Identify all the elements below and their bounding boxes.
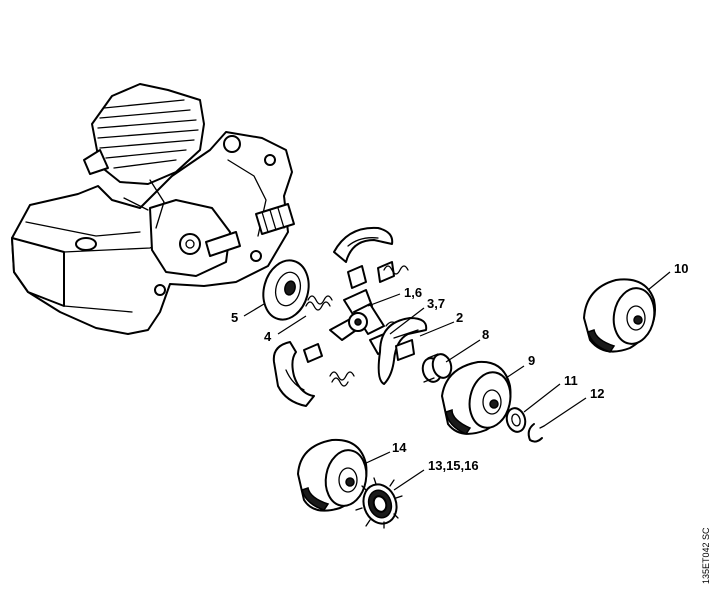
leader-5	[243, 303, 265, 317]
leader-13-15-16	[393, 469, 425, 491]
clutch-shoe-upper	[333, 226, 395, 289]
callout-3-7: 3,7	[427, 296, 445, 311]
callout-labels: 5 4 1,6 3,7 2 8 9 10 11 12 14 13,15,16	[231, 261, 688, 473]
callout-4: 4	[264, 329, 272, 344]
part-5-thrust-washer	[262, 259, 310, 321]
leader-10	[647, 271, 671, 291]
callout-1-6: 1,6	[404, 285, 422, 300]
part-8-needle-cage	[421, 353, 453, 383]
callout-14: 14	[392, 440, 407, 455]
callout-5: 5	[231, 310, 238, 325]
callout-12: 12	[590, 386, 604, 401]
callout-11: 11	[564, 373, 578, 388]
part-14-clutch-drum	[297, 438, 368, 512]
leader-3-7	[389, 307, 425, 335]
part-9-clutch-drum	[441, 360, 512, 435]
leader-2	[419, 321, 455, 337]
part-11-washer	[505, 407, 527, 433]
leader-lines	[243, 271, 671, 491]
callout-2: 2	[456, 310, 463, 325]
callout-13-15-16: 13,15,16	[428, 458, 479, 473]
clutch-shoe-lower	[272, 341, 323, 407]
part-4-spring-small	[305, 295, 333, 311]
drawing-reference-code: 135ET042 SC	[701, 527, 711, 584]
part-2-clutch-shoe	[377, 317, 428, 385]
engine-crankcase	[11, 83, 295, 335]
callout-9: 9	[528, 353, 535, 368]
callout-10: 10	[674, 261, 688, 276]
callout-8: 8	[482, 327, 489, 342]
leader-12	[543, 397, 587, 427]
part-1-6-clutch-carrier	[329, 289, 385, 341]
leader-4	[277, 315, 307, 335]
part-10-clutch-drum	[583, 278, 656, 353]
leader-8	[445, 339, 481, 363]
clutch-spring-upper	[383, 265, 409, 275]
part-12-e-clip	[527, 423, 545, 443]
leader-9	[505, 365, 525, 379]
part-13-15-16-rim-sprocket	[355, 477, 403, 529]
leader-11	[523, 383, 561, 413]
clutch-spring-lower	[329, 371, 355, 387]
leader-1-6	[367, 293, 401, 307]
leader-14	[363, 451, 391, 465]
